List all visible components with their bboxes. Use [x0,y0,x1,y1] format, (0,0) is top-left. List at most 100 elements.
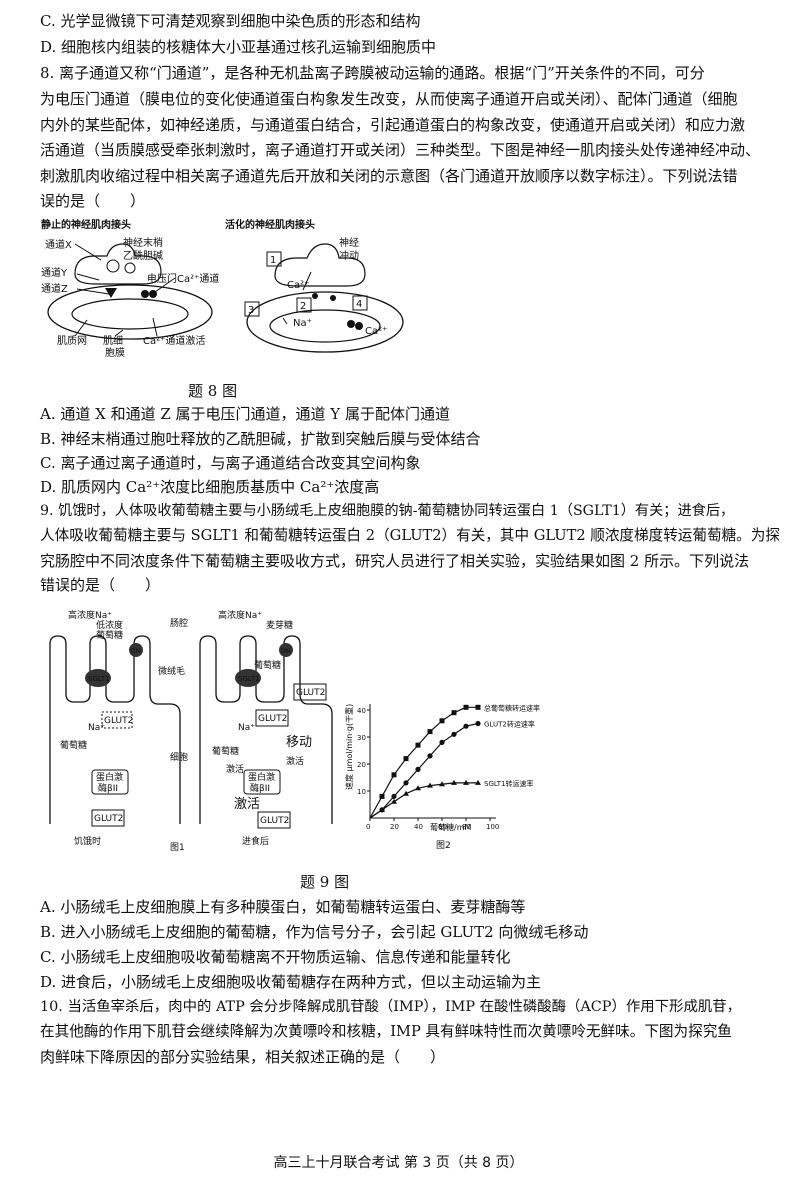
cell-label: 细胞 [170,751,188,763]
sr-label: 肌质网 [57,335,87,347]
data-point [379,806,385,812]
low-glucose-label-1: 低浓度 [96,619,123,631]
series-label: 总葡萄糖转运速率 [484,703,540,712]
nerve-impulse-label-2: 冲动 [339,249,359,262]
y-tick-label: 10 [357,788,366,796]
y-tick-label: 30 [357,734,366,742]
q8-caption: 题 8 图 [188,382,238,400]
q8-option-c: C. 离子通过离子通道时，与离子通道结合改变其空间构象 [40,454,421,472]
q9-figure-1: SGLT1 DM 高浓度Na⁺ 低浓度 葡萄糖 肠腔 微绒毛 GLUT2 Na⁺… [49,609,333,853]
q10-stem-line: 在其他酶的作用下肌苷会继续降解为次黄嘌呤和核糖，IMP 具有鲜味特性而次黄嘌呤无… [40,1023,732,1040]
microvilli-label: 微绒毛 [158,665,185,677]
x-tick-label: 40 [414,823,423,831]
pkc-label-1a: 蛋白激 [96,771,123,783]
data-point [439,781,445,787]
channel-z-label: 通道Z [41,282,68,295]
data-point [403,756,409,762]
lumen-label: 肠腔 [170,617,188,629]
data-point [415,766,421,772]
sglt1-label-1: SGLT1 [88,675,110,683]
data-point [415,742,421,748]
data-point [439,739,445,745]
glucose-label-1: 葡萄糖 [60,739,87,751]
channel-x-label: 通道X [45,238,72,251]
ca-activation-label: Ca²⁺通道激活 [143,334,205,347]
fig1-caption: 图1 [170,842,185,853]
y-tick-label: 20 [357,761,366,769]
data-point [391,798,397,804]
q9-stem-line: 究肠腔中不同浓度条件下葡萄糖主要吸收方式，研究人员进行了相关实验，实验结果如图 … [40,552,750,570]
glut2-label-3: GLUT2 [296,688,325,698]
sglt1-label-2: SGLT1 [238,675,260,683]
q9-option-a: A. 小肠绒毛上皮细胞膜上有多种膜蛋白，如葡萄糖转运蛋白、麦芽糖酶等 [40,898,526,916]
q8-stem-line: 8. 离子通道又称“门通道”，是各种无机盐离子跨膜被动运输的通路。根据“门”开关… [40,64,705,82]
glut2-label-2: GLUT2 [94,814,123,824]
q9-option-d: D. 进食后，小肠绒毛上皮细胞吸收葡萄糖存在两种方式，但以主动运输为主 [40,973,542,991]
q8-figure: 静止的神经肌肉接头 通道X 神经末梢 乙酰胆碱 通道Y 电压门Ca²⁺通道 通道… [41,218,404,359]
series-line [369,706,478,819]
data-point [403,780,409,786]
chart-xlabel: 葡萄糖/mM [430,822,471,832]
nerve-ending-label: 神经末梢 [123,236,163,249]
step-2-label: 2 [300,301,306,312]
data-point [391,772,397,778]
q8-option-b: B. 神经末梢通过胞吐释放的乙酰胆碱，扩散到突触后膜与受体结合 [40,430,481,448]
q8-option-a: A. 通道 X 和通道 Z 属于电压门通道，通道 Y 属于配体门通道 [40,405,450,423]
right-panel-title: 活化的神经肌肉接头 [225,218,315,231]
sarcolemma-label-2: 胞膜 [105,347,125,359]
data-point [463,704,469,710]
q9-stem-line: 人体吸收葡萄糖主要与 SGLT1 和葡萄糖转运蛋白 2（GLUT2）有关，其中 … [40,527,780,544]
high-na-label-1: 高浓度Na⁺ [68,609,112,621]
activate-label: 激活 [286,755,304,767]
activate2-label: 激活 [234,797,260,812]
na-label-2: Na⁺ [238,723,255,733]
fed-label: 进食后 [242,835,269,847]
q7-option-d: D. 细胞核内组装的核糖体大小亚基通过核孔运输到细胞质中 [40,38,437,56]
nerve-impulse-label-1: 神经 [339,236,359,249]
x-tick-label: 80 [462,823,471,831]
data-point [475,704,481,710]
chart-caption: 图2 [436,840,451,850]
glut2-label-1: GLUT2 [104,716,133,726]
pkc-label-1b: 酶βII [98,782,118,794]
series-line [369,782,478,819]
pkc-label-2b: 酶βII [250,782,270,794]
glut2-label-4: GLUT2 [258,714,287,724]
data-point [463,723,469,729]
q9-stem-line: 9. 饥饿时，人体吸收葡萄糖主要与小肠绒毛上皮细胞膜的钠-葡萄糖协同转运蛋白 1… [40,503,735,519]
data-point [451,779,457,785]
x-tick-label: 20 [390,823,399,831]
q9-caption: 题 9 图 [300,873,350,891]
q9-stem-line: 错误的是（ ） [40,576,161,594]
sarcolemma-label-1: 肌细 [103,334,123,347]
data-point [451,710,457,716]
maltose-label: 麦芽糖 [266,619,293,631]
series-label: SGLT1转运速率 [484,779,534,788]
q8-stem-line: 误的是（ ） [40,192,146,210]
voltage-ca-label: 电压门Ca²⁺通道 [147,272,219,285]
data-point [427,782,433,788]
q10-stem-line: 肉鲜味下降原因的部分实验结果，相关叙述正确的是（ ） [40,1048,446,1066]
fasting-label: 饥饿时 [74,835,101,847]
high-na-label-2: 高浓度Na⁺ [218,609,262,621]
q10-stem-line: 10. 当活鱼宰杀后，肉中的 ATP 会分步降解成肌苷酸（IMP），IMP 在酸… [40,999,742,1015]
step-1-label: 1 [270,255,276,266]
q8-stem-line: 活通道（当质膜感受牵张刺激时，离子通道打开或关闭）三种类型。下图是神经一肌肉接头… [40,141,761,159]
na-ion-label: Na⁺ [293,318,312,329]
glut2-label-5: GLUT2 [260,816,289,826]
dm-label-2: DM [281,648,291,655]
q9-option-c: C. 小肠绒毛上皮细胞吸收葡萄糖离不开物质运输、信息传递和能量转化 [40,948,511,966]
q8-option-d: D. 肌质网内 Ca²⁺浓度比细胞质基质中 Ca²⁺浓度高 [40,478,380,496]
page-footer: 高三上十月联合考试 第 3 页（共 8 页） [273,1155,524,1171]
x-tick-label: 100 [486,823,499,831]
pkc-label-2a: 蛋白激 [248,771,275,783]
step-3-label: 3 [248,305,254,316]
data-point [463,779,469,785]
q8-stem-line: 内外的某些配体，如神经递质，与通道蛋白结合，引起通道蛋白的构象改变，使通道开启或… [40,116,746,134]
glucose-label-3: 葡萄糖 [212,745,239,757]
chart-ylabel: 速度 μmol/min·g(干重) [344,704,354,790]
data-point [415,785,421,791]
series-label: GLUT2转运速率 [484,720,535,729]
data-point [427,753,433,759]
